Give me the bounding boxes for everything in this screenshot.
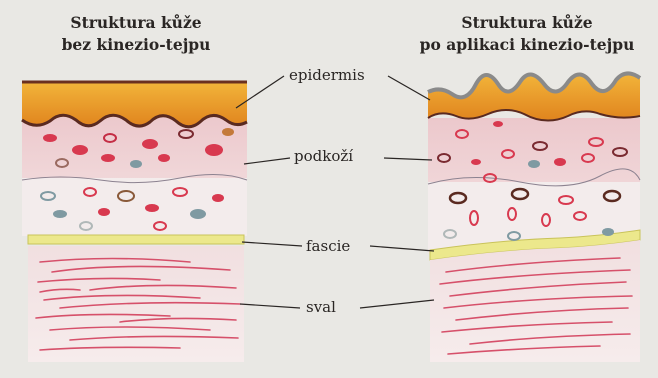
label-muscle: sval [302, 298, 340, 316]
title-with-tape: Struktura kůže po aplikaci kinezio-tejpu [398, 12, 656, 56]
leader-muscle-right [360, 300, 434, 308]
leader-lines [236, 76, 434, 308]
title-right-line-1: Struktura kůže [398, 12, 656, 34]
title-without-tape: Struktura kůže bez kinezio-tejpu [6, 12, 266, 56]
right-skin-block [428, 73, 640, 362]
leader-epidermis-right [388, 76, 430, 100]
label-fascia: fascie [302, 237, 354, 255]
leader-subcutis-right [384, 158, 432, 160]
label-subcutis: podkoží [290, 147, 357, 165]
left-skin-block [22, 82, 247, 362]
leader-muscle-left [240, 304, 300, 308]
title-right-line-2: po aplikaci kinezio-tejpu [398, 34, 656, 56]
leader-fascia-left [242, 242, 302, 246]
leader-subcutis-left [244, 158, 290, 164]
left-lower-subcutis [22, 178, 247, 236]
leader-fascia-right [370, 246, 434, 251]
left-fascia-layer [28, 235, 244, 244]
title-left-line-2: bez kinezio-tejpu [6, 34, 266, 56]
label-epidermis: epidermis [285, 66, 369, 84]
title-left-line-1: Struktura kůže [6, 12, 266, 34]
